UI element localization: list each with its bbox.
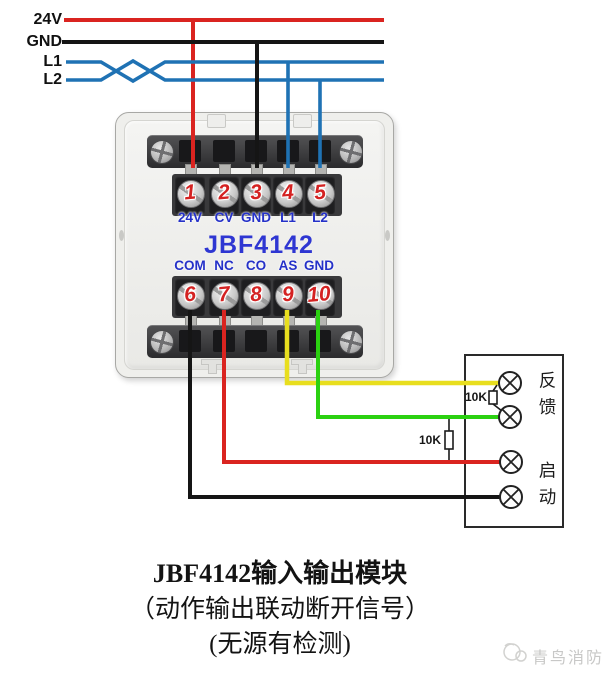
- terminal-cross: [502, 453, 520, 471]
- terminal-number: 5: [313, 180, 327, 205]
- terminal-label: L2: [312, 210, 328, 225]
- wire-slot: [309, 140, 331, 162]
- case-mark: [291, 359, 313, 374]
- terminal-number: 8: [249, 282, 263, 307]
- terminal-number: 6: [183, 282, 197, 307]
- terminal-connection-icon: [498, 371, 522, 395]
- terminal-screw-icon: [177, 282, 205, 310]
- terminal-label: GND: [304, 258, 334, 273]
- case-tab: [293, 114, 312, 128]
- case-dimple: [385, 230, 390, 241]
- terminal-connection-icon: [499, 485, 523, 509]
- terminal-connection-icon: [499, 450, 523, 474]
- terminal-cross: [501, 374, 519, 392]
- terminal-screw-icon: [307, 282, 335, 310]
- terminal-screw-icon: [243, 282, 271, 310]
- bus-label-l2: L2: [43, 71, 62, 88]
- bus-label-24v: 24V: [33, 11, 62, 28]
- terminal-screw-icon: [243, 180, 271, 208]
- wire-slot: [309, 330, 331, 352]
- resistor-lead: [492, 384, 503, 412]
- terminal-number: 2: [217, 180, 231, 205]
- terminal-screw-icon: [275, 180, 303, 208]
- wire-slot: [277, 330, 299, 352]
- case-mark: [201, 359, 223, 374]
- resistor-value-label: 10K: [419, 433, 442, 447]
- terminal-screw-icon: [275, 282, 303, 310]
- terminal-label: 24V: [177, 210, 203, 225]
- wire-slot: [277, 140, 299, 162]
- resistor-value-label: 10K: [465, 390, 488, 404]
- terminal-number: 3: [249, 180, 263, 205]
- terminal-screw-icon: [211, 180, 239, 208]
- case-tab: [207, 114, 226, 128]
- watermark-brand: 青鸟消防: [532, 650, 605, 667]
- resistor-10k-line: [444, 430, 454, 450]
- terminal-number: 7: [217, 282, 231, 307]
- wire-slot: [179, 330, 201, 352]
- terminal-label: L1: [280, 210, 296, 225]
- terminal-connection-icon: [498, 405, 522, 429]
- caption-note: (无源有检测): [209, 631, 351, 658]
- caption-subtitle: （动作输出联动断开信号）: [129, 596, 430, 623]
- terminal-label: CO: [245, 258, 267, 273]
- device-terminals: [498, 371, 523, 509]
- device-label-feedback: 反馈: [537, 371, 557, 424]
- terminal-label: CV: [214, 210, 234, 225]
- bus-label-gnd: GND: [26, 33, 62, 50]
- terminal-number: 9: [281, 282, 295, 307]
- terminal-label: NC: [214, 258, 234, 273]
- terminal-label: GND: [241, 210, 271, 225]
- wire-slot: [245, 330, 267, 352]
- resistor-10k-feedback: [488, 390, 498, 405]
- device-label-start: 启动: [537, 461, 557, 514]
- wire-slot: [245, 140, 267, 162]
- terminal-screw-icon: [307, 180, 335, 208]
- terminal-number: 4: [281, 180, 295, 205]
- wire-slot: [213, 330, 235, 352]
- terminal-screw-icon: [177, 180, 205, 208]
- terminal-cross: [502, 488, 520, 506]
- case-dimple: [119, 230, 124, 241]
- terminal-cross: [501, 408, 519, 426]
- wire-slot: [179, 140, 201, 162]
- bus-label-l1: L1: [43, 53, 62, 70]
- wire-slot: [213, 140, 235, 162]
- caption-title: JBF4142输入输出模块: [152, 559, 408, 588]
- terminal-number: 10: [306, 282, 332, 307]
- terminal-screw-icon: [211, 282, 239, 310]
- terminal-number: 1: [183, 180, 197, 205]
- module-model-label: JBF4142: [204, 231, 314, 259]
- terminal-label: AS: [278, 258, 298, 273]
- terminal-label: COM: [174, 258, 206, 273]
